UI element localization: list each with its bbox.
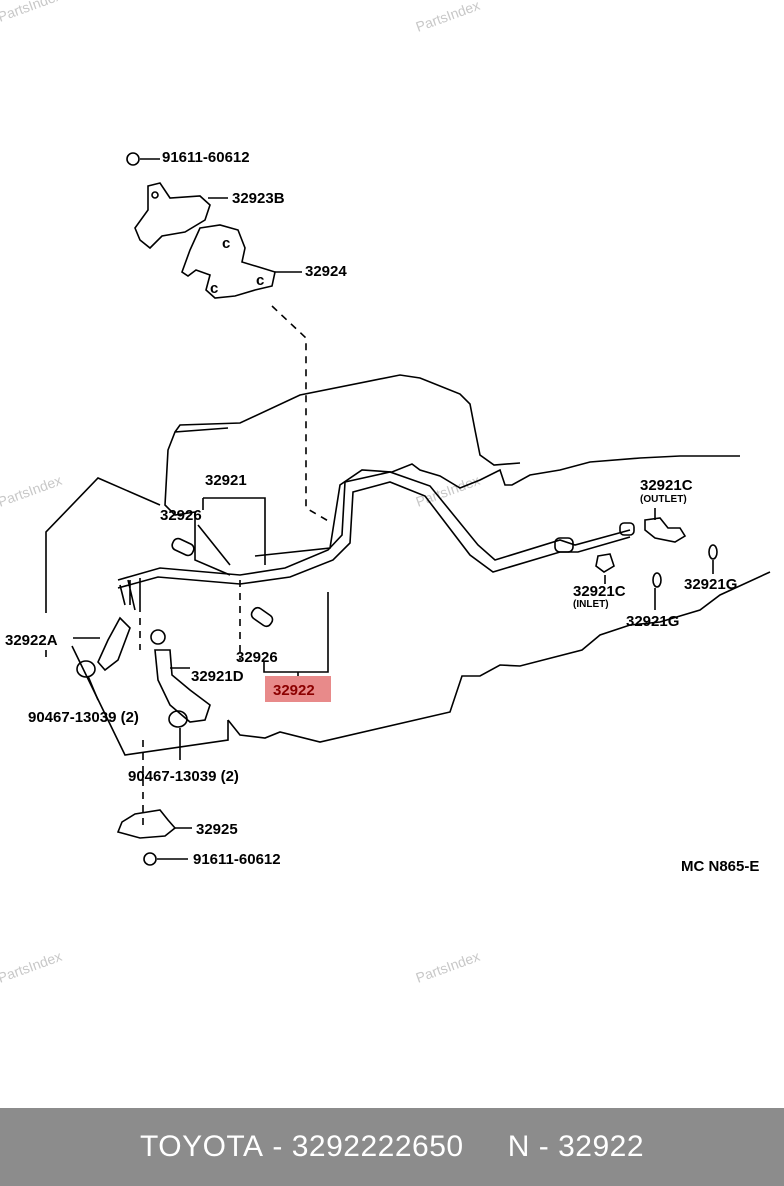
watermark: PartsIndex: [0, 948, 64, 986]
leader-line: [71, 645, 229, 756]
watermark: PartsIndex: [414, 948, 482, 986]
label-inlet[interactable]: 32921C: [573, 583, 626, 600]
union-icon: [644, 517, 687, 543]
fitting-icon: [619, 522, 635, 536]
footer-brand: TOYOTA: [139, 1130, 264, 1163]
label-hose-a[interactable]: 32922A: [5, 632, 58, 649]
label-outlet[interactable]: 32921C: [640, 477, 693, 494]
label-grommet-1[interactable]: 32926: [160, 507, 202, 524]
bracket-hole-mark: c: [210, 280, 218, 297]
label-outlet-note: (OUTLET): [640, 494, 687, 505]
watermark: PartsIndex: [0, 0, 64, 25]
fitting-icon: [554, 537, 574, 553]
label-hose-d[interactable]: 32921D: [191, 668, 244, 685]
dashed-leader: [271, 305, 331, 523]
leader-line: [87, 675, 99, 701]
footer-bar: TOYOTA - 3292222650 N - 32922: [0, 1108, 784, 1186]
label-ring-2[interactable]: 32921G: [626, 613, 679, 630]
leader-line: [197, 524, 329, 673]
footer-part-number: 3292222650: [291, 1130, 464, 1163]
label-ring-1[interactable]: 32921G: [684, 576, 737, 593]
highlight-box: [265, 676, 331, 702]
label-tube[interactable]: 32921: [205, 472, 247, 489]
parts-diagram: PartsIndex PartsIndex PartsIndex PartsIn…: [0, 0, 771, 986]
label-bolt-top[interactable]: 91611-60612: [162, 149, 250, 166]
bracket-hole-mark: c: [222, 235, 230, 252]
label-clamp-1[interactable]: 90467-13039 (2): [28, 709, 139, 726]
grommet-icon: [250, 606, 274, 628]
footer-gap: [464, 1130, 508, 1164]
label-inlet-note: (INLET): [573, 599, 609, 610]
grommet-icon: [171, 537, 195, 557]
bracket-hole-mark: c: [256, 272, 264, 289]
leader-line: [202, 497, 266, 565]
cooler-tube: [117, 471, 631, 611]
footer-diagram-ref: N - 32922: [507, 1130, 645, 1163]
bracket-32923b: [134, 182, 211, 250]
bolt-icon: [126, 152, 140, 166]
bracket-32924: [181, 224, 276, 299]
bolt-icon: [143, 852, 157, 866]
label-bracket-b[interactable]: 32923B: [232, 190, 285, 207]
watermark: PartsIndex: [414, 472, 482, 510]
watermark: PartsIndex: [0, 472, 64, 510]
diagram-ref-code: MC N865-E: [681, 858, 759, 875]
transmission-outline: [164, 374, 771, 743]
bracket-32925: [116, 809, 177, 839]
label-grommet-2[interactable]: 32926: [236, 649, 278, 666]
hose-32921d: [154, 649, 211, 723]
label-bracket-lower[interactable]: 32925: [196, 821, 238, 838]
hose-end-icon: [150, 629, 166, 645]
hose-32922a: [97, 616, 131, 672]
clamp-icon: [76, 660, 96, 678]
clamp-icon: [168, 710, 188, 728]
label-bracket[interactable]: 32924: [305, 263, 347, 280]
dashed-leader: [45, 605, 144, 830]
leader-line: [45, 477, 161, 613]
union-icon: [595, 553, 615, 573]
footer-sep: -: [263, 1130, 292, 1163]
label-clamp-2[interactable]: 90467-13039 (2): [128, 768, 239, 785]
watermark: PartsIndex: [414, 0, 482, 35]
label-bolt-bottom[interactable]: 91611-60612: [193, 851, 281, 868]
ring-icon: [652, 572, 662, 588]
ring-icon: [708, 544, 718, 560]
label-hose-main[interactable]: 32922: [273, 682, 315, 699]
bolt-hole: [151, 191, 159, 199]
